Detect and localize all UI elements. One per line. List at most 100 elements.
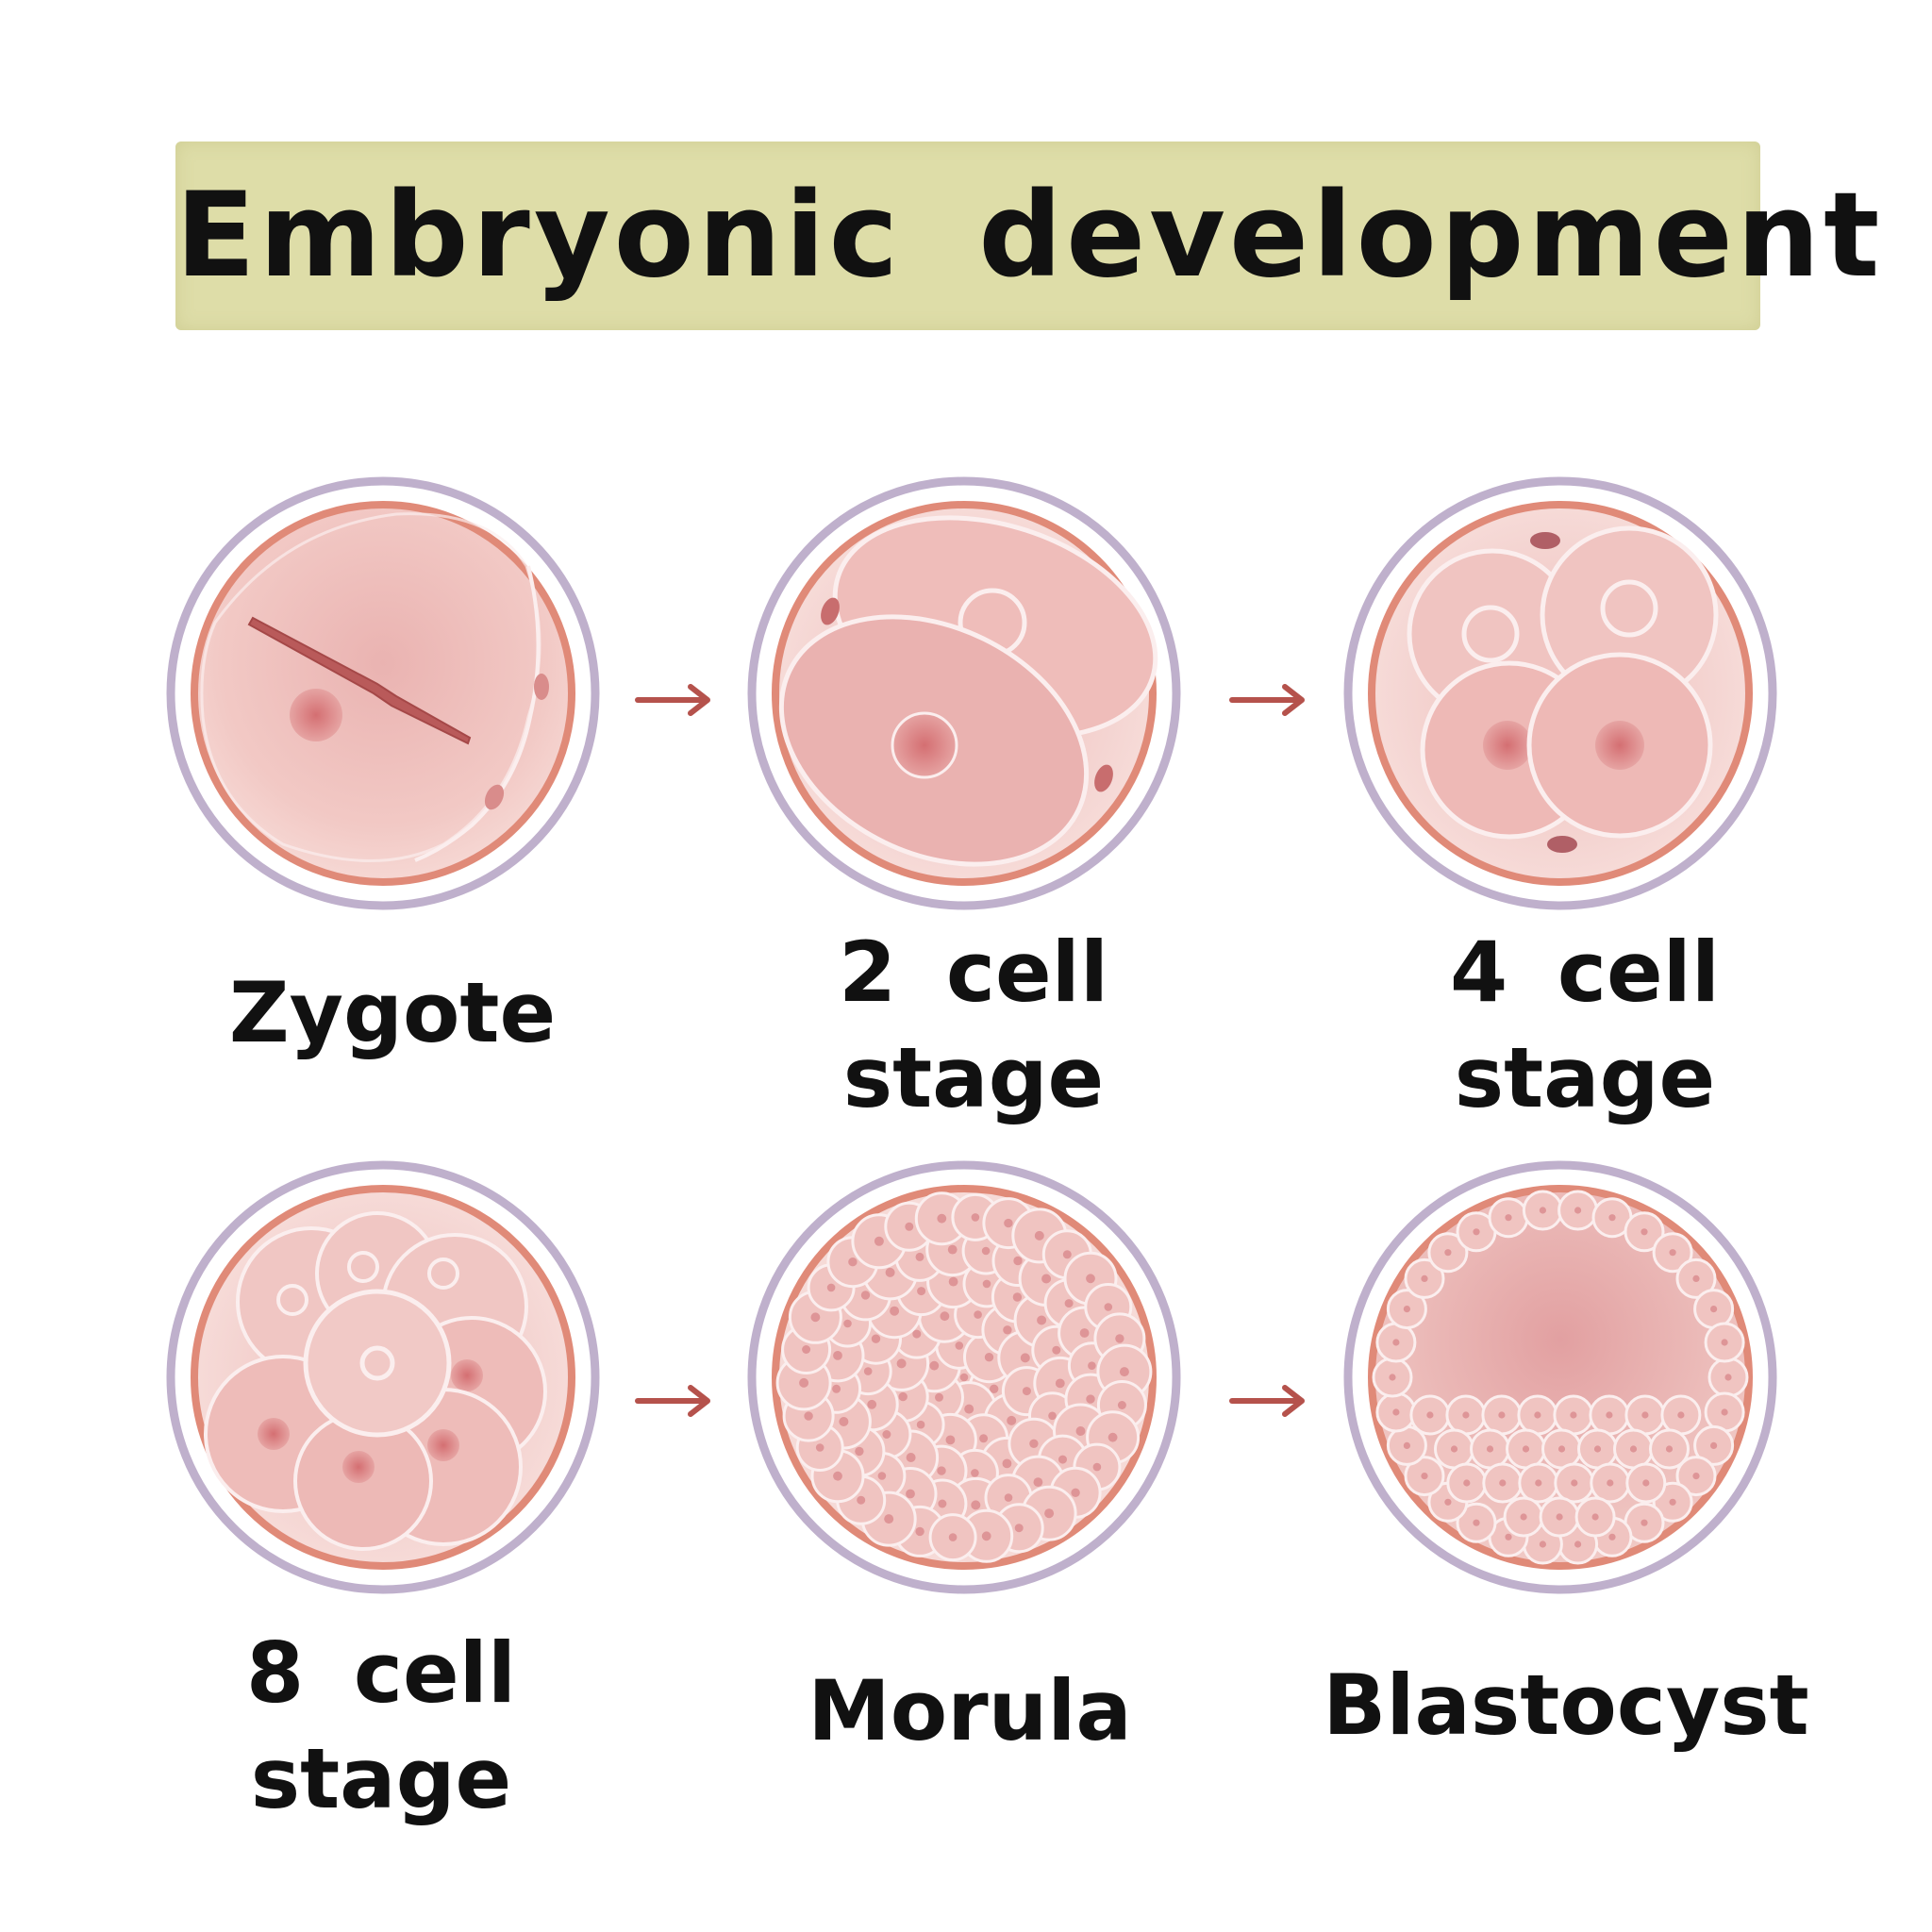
cell-nucleus xyxy=(917,1287,926,1296)
cell-nucleus xyxy=(1607,1479,1614,1487)
cell-nucleus xyxy=(1002,1458,1012,1469)
cell-nucleus xyxy=(863,1367,873,1375)
cell-nucleus xyxy=(1486,1445,1494,1453)
stage-label-line: 4 cell xyxy=(1449,924,1721,1021)
cell-nucleus xyxy=(1041,1274,1052,1284)
cell-nucleus xyxy=(1022,1387,1031,1396)
stage-label-blastocyst: Blastocyst xyxy=(1321,1653,1811,1758)
stage-label-line: Blastocyst xyxy=(1323,1657,1809,1754)
cell-nucleus xyxy=(1570,1411,1577,1419)
cell-nucleus xyxy=(1007,1415,1017,1425)
cell-nucleus xyxy=(1119,1367,1129,1377)
cell-nucleus xyxy=(832,1384,841,1393)
cell-nucleus xyxy=(867,1399,877,1409)
cell-nucleus xyxy=(1444,1249,1452,1257)
cell-nucleus xyxy=(948,1533,958,1541)
cell-nucleus xyxy=(906,1453,916,1462)
cell-nucleus xyxy=(1665,1445,1674,1453)
cell-nucleus xyxy=(1608,1533,1616,1541)
cell-nucleus xyxy=(1044,1508,1055,1519)
right-arrow-icon xyxy=(635,684,710,716)
stage-label-line: Zygote xyxy=(228,964,557,1061)
stage-label-line: stage xyxy=(842,1029,1105,1126)
cell-nucleus xyxy=(1403,1441,1410,1449)
cell-nucleus xyxy=(1692,1473,1700,1480)
cell-nucleus xyxy=(906,1489,915,1499)
cell-nucleus xyxy=(1574,1541,1582,1548)
cell-nucleus xyxy=(1724,1374,1732,1381)
cell-nucleus xyxy=(1499,1479,1507,1487)
cell-nucleus xyxy=(848,1257,858,1267)
cell-nucleus xyxy=(1013,1256,1023,1266)
cell-nucleus xyxy=(1003,1325,1012,1335)
cell-nucleus xyxy=(1473,1519,1480,1526)
blastocyst-embryo xyxy=(1343,1160,1777,1594)
cell-nucleus xyxy=(938,1499,947,1508)
cell-nucleus xyxy=(982,1279,991,1289)
cell-nucleus xyxy=(882,1430,891,1439)
cell-nucleus xyxy=(1014,1524,1024,1533)
cell-nucleus xyxy=(971,1213,980,1222)
cell-nucleus xyxy=(1669,1249,1676,1257)
cell-nucleus xyxy=(1071,1488,1080,1498)
cell-nucleus xyxy=(947,1244,958,1255)
cell-nucleus xyxy=(1421,1274,1428,1282)
cell-nucleus xyxy=(1033,1477,1043,1487)
cell-nucleus xyxy=(1721,1408,1728,1416)
cell-nucleus xyxy=(916,1420,925,1429)
stage-label-line: stage xyxy=(250,1730,512,1827)
cell-nucleus xyxy=(1029,1439,1039,1449)
right-arrow-icon xyxy=(1229,1385,1305,1417)
cell-nucleus xyxy=(1669,1498,1676,1506)
cell-nucleus xyxy=(1426,1411,1434,1419)
cell-nucleus xyxy=(843,1319,852,1328)
stage-label-four-cell: 4 cell stage xyxy=(1340,920,1830,1131)
cell-nucleus xyxy=(1539,1207,1546,1214)
cell-nucleus xyxy=(1012,1292,1023,1302)
cell-nucleus xyxy=(855,1446,864,1457)
cell-nucleus xyxy=(1392,1408,1400,1416)
cell-nucleus xyxy=(1052,1345,1061,1355)
cell-nucleus xyxy=(1629,1445,1638,1453)
cell-nucleus xyxy=(815,1443,824,1452)
cell-nucleus xyxy=(1403,1306,1410,1313)
cell-nucleus xyxy=(1450,1445,1458,1453)
cell-nucleus xyxy=(857,1495,866,1505)
cell-nucleus xyxy=(1062,1250,1072,1259)
cell-nucleus xyxy=(1079,1328,1090,1338)
cell-nucleus xyxy=(981,1246,991,1256)
right-arrow-icon xyxy=(1229,684,1305,716)
cell-nucleus xyxy=(804,1411,813,1421)
cell-nucleus xyxy=(1593,1445,1602,1453)
cell-nucleus xyxy=(1641,1411,1649,1419)
cell-nucleus xyxy=(971,1500,981,1510)
cell-nucleus xyxy=(877,1472,887,1480)
stage-label-two-cell: 2 cell stage xyxy=(728,920,1219,1131)
stage-label-line: 2 cell xyxy=(838,924,1109,1021)
cell-nucleus xyxy=(959,1373,969,1382)
cell-nucleus xyxy=(898,1391,908,1402)
stage-label-line: Morula xyxy=(808,1662,1132,1759)
cell-nucleus xyxy=(940,1311,950,1322)
cell-nucleus xyxy=(799,1377,809,1388)
cell-nucleus xyxy=(1037,1315,1047,1325)
cell-nucleus xyxy=(884,1514,894,1524)
cell-nucleus xyxy=(945,1435,956,1445)
cell-nucleus xyxy=(1571,1479,1578,1487)
eight-cell-embryo xyxy=(166,1160,600,1594)
cell-nucleus xyxy=(1389,1374,1396,1381)
right-arrow-icon xyxy=(635,1385,710,1417)
cell-nucleus xyxy=(1421,1473,1428,1480)
cell-nucleus xyxy=(1092,1462,1102,1472)
cell-nucleus xyxy=(1534,1411,1541,1419)
cell-nucleus xyxy=(1104,1303,1113,1311)
cell-nucleus xyxy=(1020,1353,1030,1363)
cell-nucleus xyxy=(1505,1533,1512,1541)
cell-nucleus xyxy=(885,1267,895,1277)
cell-nucleus xyxy=(974,1310,982,1319)
cell-nucleus xyxy=(1556,1513,1563,1521)
stage-label-eight-cell: 8 cell stage xyxy=(136,1621,626,1832)
cell-nucleus xyxy=(1539,1541,1546,1548)
cell-nucleus xyxy=(1086,1394,1095,1404)
